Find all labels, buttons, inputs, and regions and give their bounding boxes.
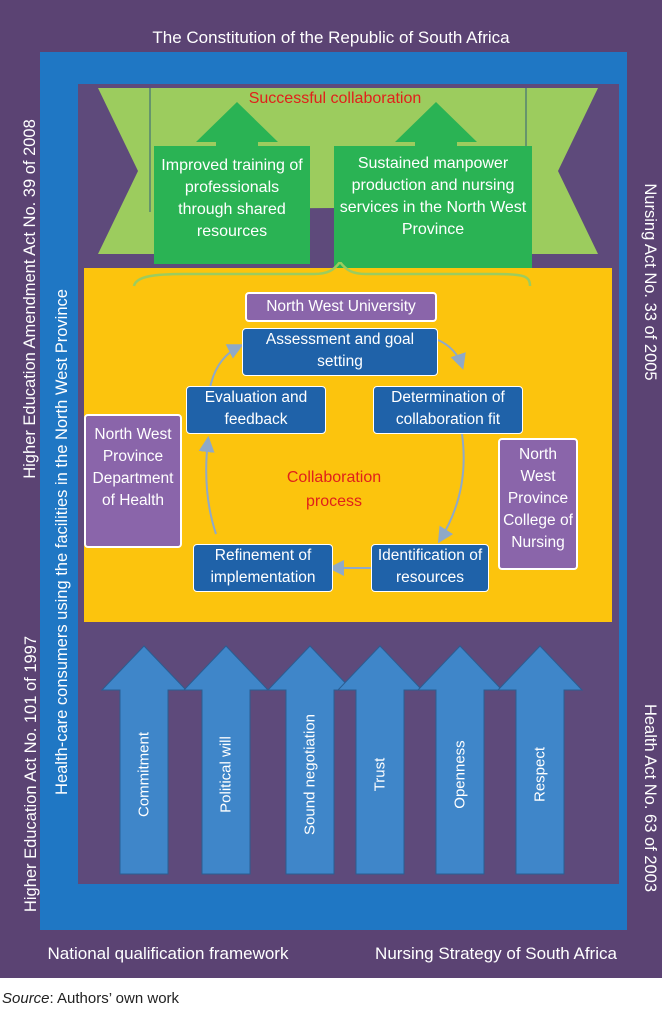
outcome-right-text: Sustained manpower production and nursin…	[339, 155, 527, 238]
step-evaluation: Evaluation and feedback	[186, 386, 326, 434]
ribbon-right-tail	[518, 88, 598, 254]
pillar-label-trust: Trust	[371, 757, 389, 792]
pillar-arrows	[100, 645, 584, 875]
frame-left-lower-text: Higher Education Act No. 101 of 1997	[22, 635, 40, 913]
collaboration-process-title: Collaboration process	[286, 469, 382, 510]
pillar-arrow-commitment	[100, 645, 188, 875]
frame-right-lower-text: Health Act No. 63 of 2003	[641, 703, 659, 893]
process-connectors	[132, 262, 532, 576]
pillar-label-respect: Respect	[531, 746, 549, 803]
step-assessment: Assessment and goal setting	[242, 328, 438, 376]
university-box: North West University	[245, 292, 437, 322]
frame-bottom-left-text: National qualification framework	[47, 944, 289, 963]
step-refinement: Refinement of implementation	[193, 544, 333, 592]
frame-bottom-right-text: Nursing Strategy of South Africa	[375, 944, 617, 963]
frame-left-upper-text: Higher Education Amendment Act No. 39 of…	[21, 119, 39, 479]
arrow-evaluation-to-assessment	[209, 344, 244, 389]
ribbon-left-tail	[98, 88, 158, 254]
frame-top-text: The Constitution of the Republic of Sout…	[152, 28, 510, 47]
step-identification: Identification of resources	[371, 544, 489, 592]
arrow-determination-to-identification	[437, 433, 465, 544]
right-partner-box: North West Province College of Nursing	[498, 438, 578, 570]
left-up-arrow	[196, 102, 278, 146]
arrow-assessment-to-determination	[437, 339, 466, 370]
source-caption: Source: Authors’ own work	[2, 990, 179, 1007]
source-text: : Authors’ own work	[49, 990, 180, 1007]
step-determination: Determination of collaboration fit	[373, 386, 523, 434]
outcome-banner	[98, 88, 598, 270]
left-arrow-body	[154, 146, 310, 264]
frame-inner-left-text: Health-care consumers using the faciliti…	[53, 289, 71, 795]
frame-right-upper-text: Nursing Act No. 33 of 2005	[641, 183, 659, 381]
pillar-label-commitment: Commitment	[135, 732, 153, 818]
right-up-arrow	[395, 102, 477, 146]
left-partner-box: North West Province Department of Health	[84, 414, 182, 548]
arrow-refinement-to-evaluation	[198, 436, 217, 535]
pillar-arrow-respect	[496, 645, 584, 875]
pillar-label-political-will: Political will	[217, 736, 235, 813]
right-arrow-body	[334, 146, 532, 270]
outcome-left-text: Improved training of professionals throu…	[161, 157, 303, 240]
pillar-arrow-political-will	[182, 645, 270, 875]
pillar-label-sound-negotiation: Sound negotiation	[301, 714, 319, 835]
source-label: Source	[2, 990, 50, 1007]
brace	[132, 262, 532, 287]
successful-collaboration-title: Successful collaboration	[248, 90, 422, 107]
pillar-label-openness: Openness	[451, 740, 469, 809]
